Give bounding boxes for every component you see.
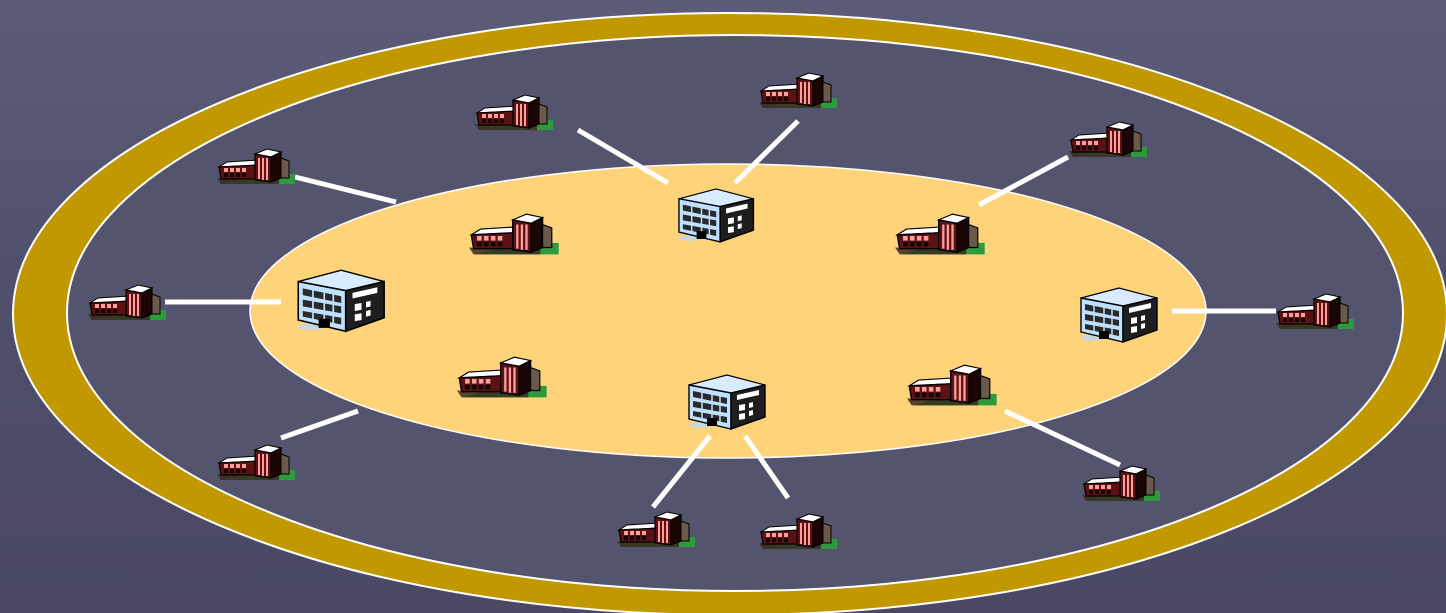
connector-line <box>280 408 359 441</box>
connectors <box>165 119 1276 509</box>
connector-line <box>977 154 1070 208</box>
connector-line <box>1003 408 1122 468</box>
connector-line <box>733 119 800 185</box>
office-building-icon <box>1080 287 1158 343</box>
connector-line <box>576 127 670 186</box>
connector-line <box>651 434 712 509</box>
connector-line <box>742 434 791 500</box>
office-building-icon <box>678 188 755 243</box>
office-building-icon <box>297 269 385 333</box>
connector-line <box>294 174 397 205</box>
office-building-icon <box>688 374 766 430</box>
